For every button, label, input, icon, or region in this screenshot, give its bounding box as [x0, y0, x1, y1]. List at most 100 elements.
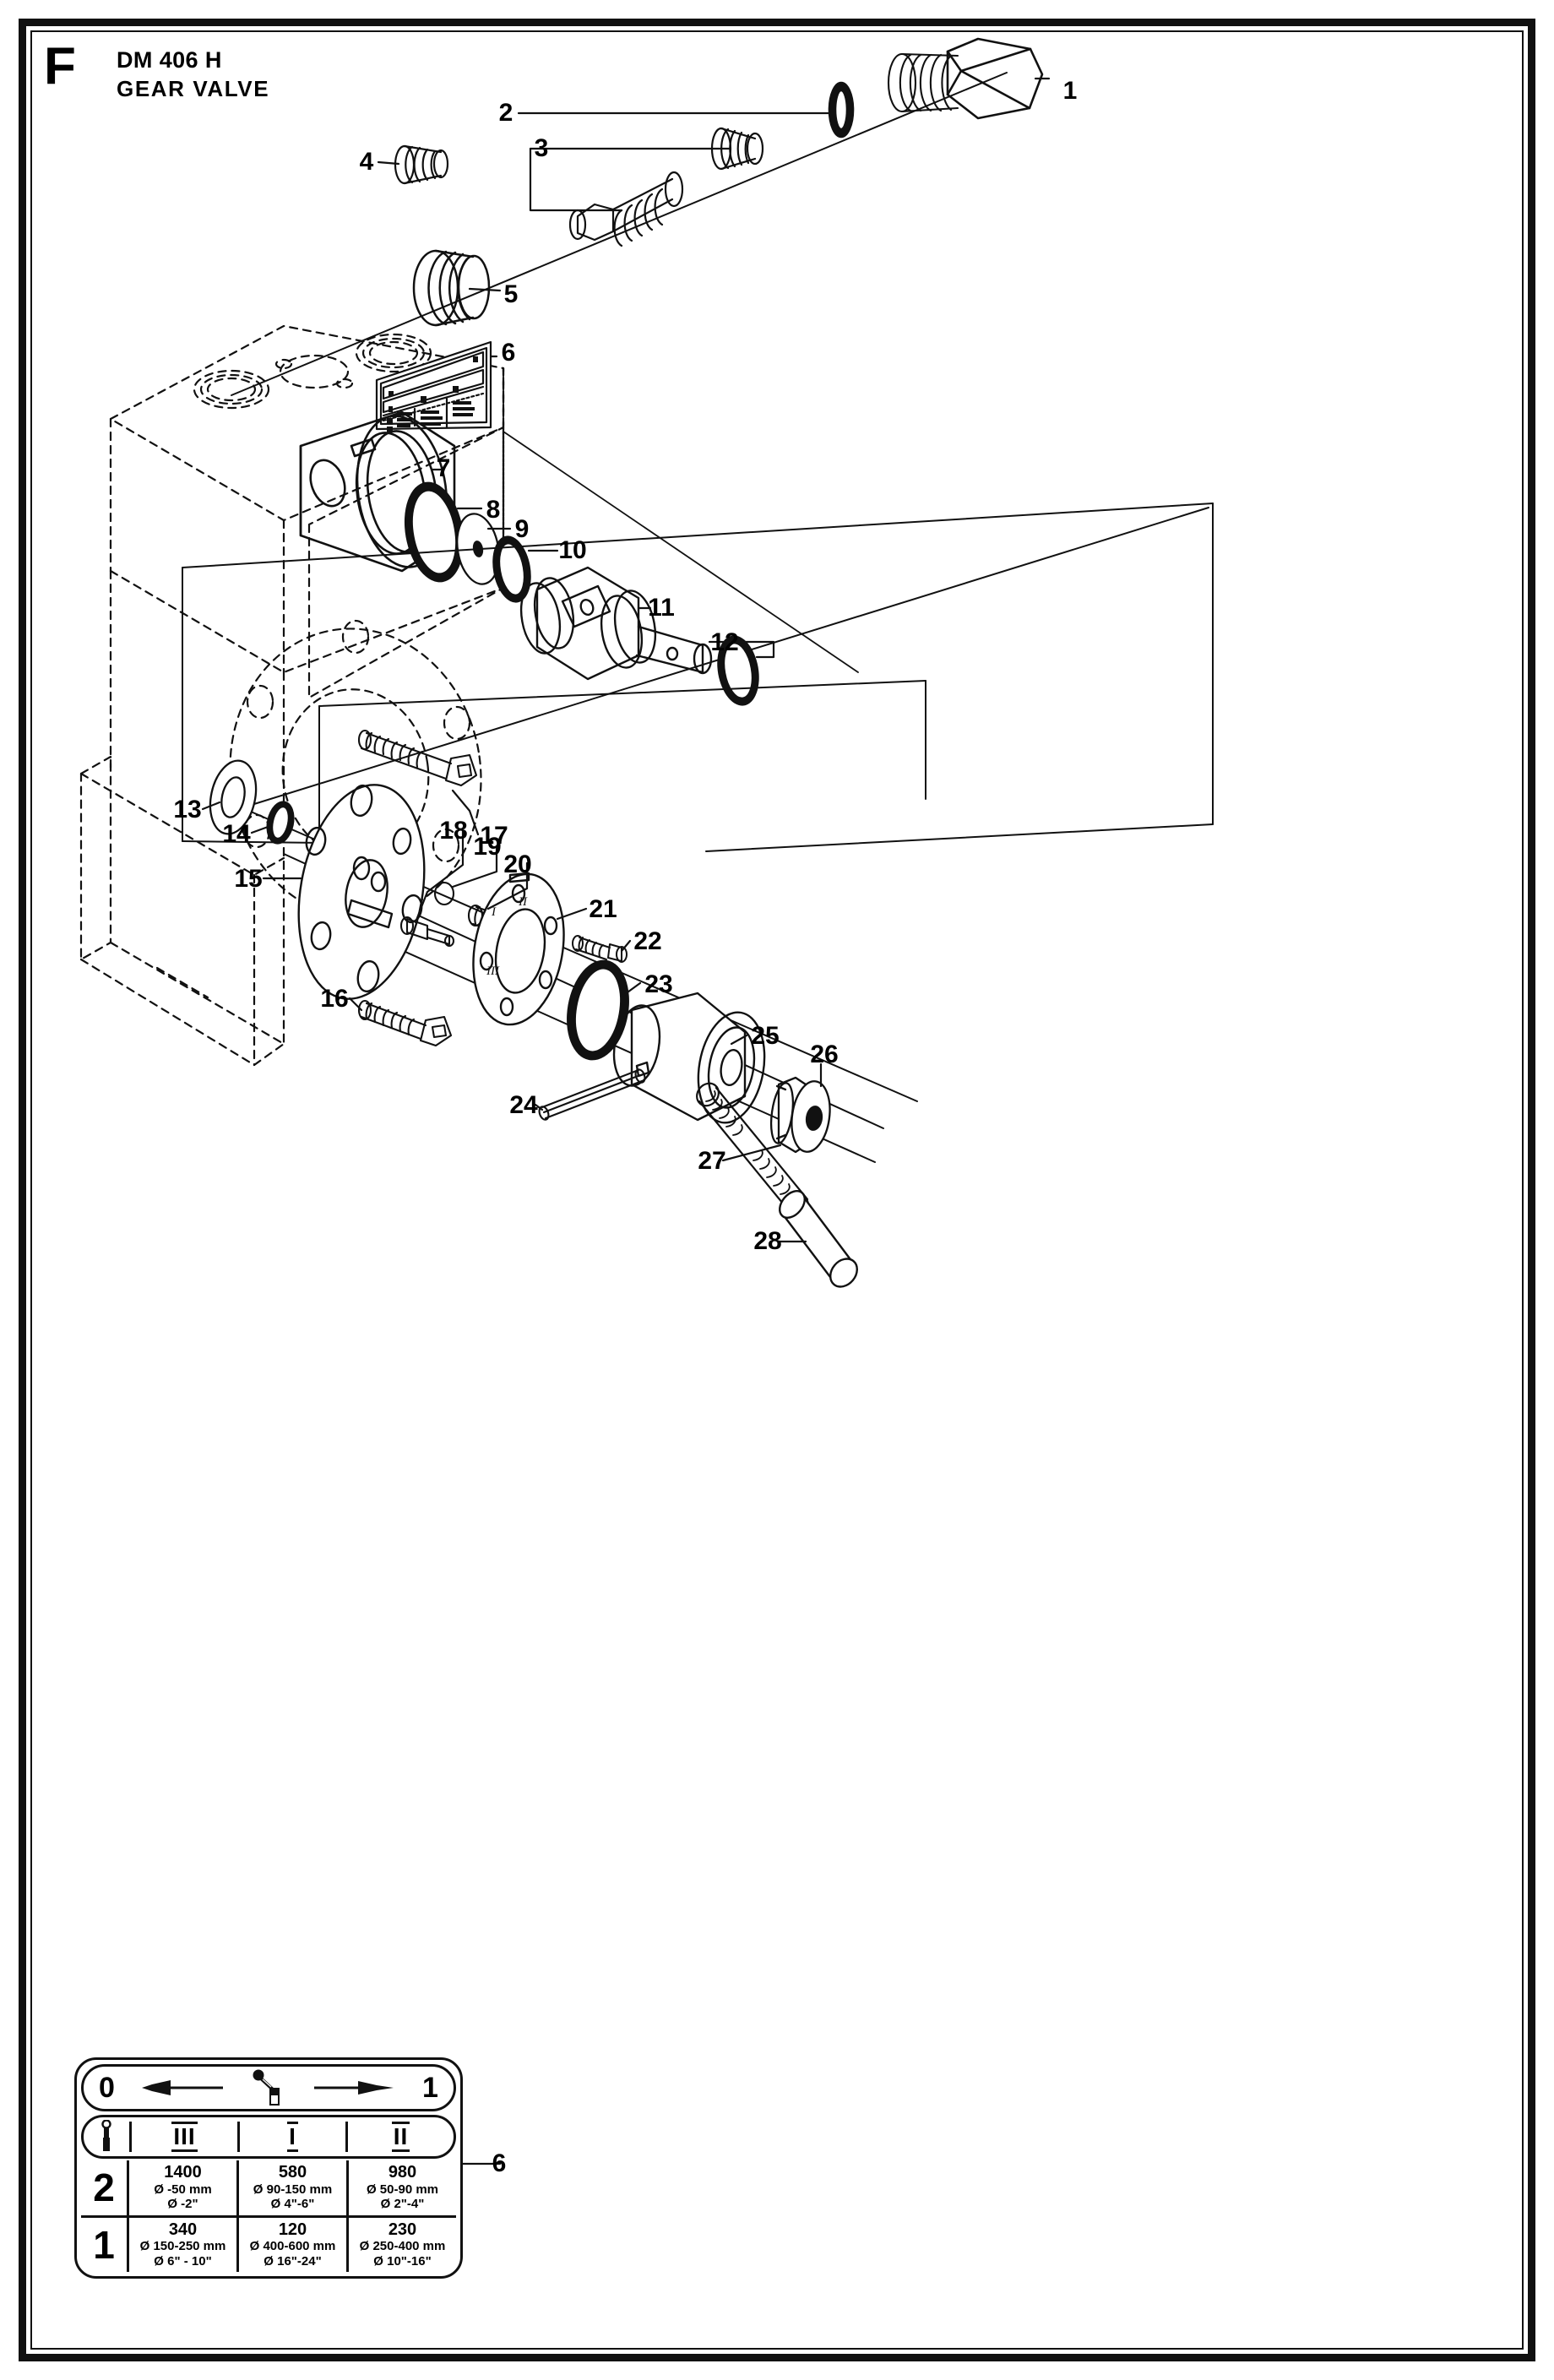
model-title: DM 406 H	[117, 47, 222, 73]
callout-18: 18	[439, 817, 468, 845]
page-header: F DM 406 H GEAR VALVE	[44, 39, 804, 132]
diameter-mm: Ø -50 mm	[154, 2182, 212, 2197]
part-25-knob	[612, 992, 766, 1124]
decal-position-1: 1	[422, 2072, 438, 2104]
exploded-view-drawing: I II III	[30, 30, 1524, 2350]
part-1-hex-plug	[887, 37, 1044, 120]
callout-28: 28	[753, 1227, 782, 1255]
callout-5: 5	[503, 280, 519, 308]
gear-header-II: II	[345, 2122, 454, 2152]
callout-12: 12	[710, 628, 739, 656]
callout-13: 13	[173, 796, 202, 823]
diameter-inch: Ø 2"-4"	[380, 2197, 425, 2212]
diameter-inch: Ø 16"-24"	[264, 2253, 322, 2269]
diameter-inch: Ø 10"-16"	[373, 2253, 432, 2269]
gear-numeral-II: II	[518, 895, 528, 909]
diameter-inch: Ø 4"-6"	[270, 2197, 315, 2212]
callout-20: 20	[503, 850, 532, 878]
callout-26: 26	[810, 1041, 839, 1068]
part-21-indicator-plate: I II III	[472, 872, 565, 1026]
rpm-value: 980	[388, 2163, 417, 2182]
lever-switch-icon	[253, 2069, 280, 2106]
part-4-plug	[394, 144, 449, 185]
part-28-handle-grip	[779, 1190, 858, 1288]
section-letter: F	[44, 37, 76, 95]
diameter-mm: Ø 400-600 mm	[249, 2239, 336, 2254]
gear-header-I: I	[237, 2122, 345, 2152]
decal-gear-header-row: III I II	[81, 2115, 456, 2159]
decal-outer-shell	[74, 2057, 463, 2279]
decal-cell-2-III: 1400 Ø -50 mm Ø -2"	[127, 2160, 236, 2215]
diameter-mm: Ø 90-150 mm	[253, 2182, 333, 2197]
callout-7: 7	[436, 454, 451, 482]
part-14-o-ring	[266, 801, 295, 845]
drill-bit-icon	[84, 2120, 129, 2154]
callout-11: 11	[648, 594, 675, 622]
leader-lines	[201, 77, 1051, 2165]
part-22-set-screw	[572, 935, 628, 963]
decal-direction-row: 0 1	[81, 2064, 456, 2111]
callout-4: 4	[359, 148, 374, 176]
part-6-decal	[375, 340, 492, 432]
diameter-mm: Ø 150-250 mm	[139, 2239, 226, 2254]
callout-17: 17	[480, 822, 508, 850]
callout-19: 19	[473, 833, 502, 861]
diameter-mm: Ø 50-90 mm	[366, 2182, 439, 2197]
gear-numeral-I: I	[491, 905, 497, 919]
part-3-spring-assembly-b	[568, 171, 684, 247]
part-24-roll-pin	[538, 1068, 646, 1121]
callout-6-decal-table: 6	[492, 2149, 507, 2177]
diameter-mm: Ø 250-400 mm	[359, 2239, 446, 2254]
gear-header-III: III	[129, 2122, 237, 2152]
decal-position-0: 0	[99, 2072, 115, 2104]
part-26-cap	[769, 1076, 831, 1154]
decal-row-label-2: 2	[93, 2165, 115, 2210]
callout-3: 3	[534, 134, 549, 162]
decal-cell-1-II: 230 Ø 250-400 mm Ø 10"-16"	[346, 2217, 456, 2272]
decal-table: 0 1	[74, 2057, 463, 2279]
part-18-pin	[399, 916, 455, 948]
callout-1: 1	[1062, 77, 1078, 105]
arrow-left-icon	[142, 2080, 224, 2095]
callout-25: 25	[751, 1022, 780, 1050]
part-11-valve-spool	[519, 566, 713, 681]
rpm-value: 230	[388, 2220, 417, 2239]
phantom-boundary-large	[182, 503, 1214, 852]
diameter-inch: Ø -2"	[167, 2197, 198, 2212]
gear-numeral-III: III	[486, 964, 500, 978]
part-10-o-ring-small	[492, 535, 531, 603]
callout-2: 2	[498, 99, 513, 127]
diameter-inch: Ø 6" - 10"	[154, 2253, 212, 2269]
decal-row-2: 2 1400 Ø -50 mm Ø -2" 580 Ø 90-150 mm Ø …	[81, 2160, 456, 2215]
rpm-value: 340	[168, 2220, 198, 2239]
assembly-axis-upper	[231, 72, 1008, 396]
callout-23: 23	[644, 970, 673, 998]
part-23-o-ring	[567, 959, 629, 1061]
part-16-screw	[357, 999, 453, 1047]
decal-cell-1-I: 120 Ø 400-600 mm Ø 16"-24"	[236, 2217, 346, 2272]
rpm-value: 580	[278, 2163, 307, 2182]
callout-21: 21	[589, 895, 617, 923]
part-15-flange-disc	[297, 784, 426, 1000]
callout-24: 24	[509, 1091, 538, 1119]
callout-10: 10	[558, 536, 587, 564]
assembly-title: GEAR VALVE	[117, 76, 270, 101]
callout-6: 6	[501, 339, 516, 367]
part-13-washer	[209, 759, 258, 835]
arrow-right-icon	[313, 2081, 394, 2095]
callout-15: 15	[234, 865, 263, 893]
part-5-threaded-plug	[412, 249, 491, 327]
rpm-value: 1400	[164, 2163, 202, 2182]
decal-cell-2-II: 980 Ø 50-90 mm Ø 2"-4"	[346, 2160, 456, 2215]
callout-9: 9	[514, 515, 530, 543]
decal-cell-1-III: 340 Ø 150-250 mm Ø 6" - 10"	[127, 2217, 236, 2272]
callout-27: 27	[698, 1147, 726, 1175]
decal-cell-2-I: 580 Ø 90-150 mm Ø 4"-6"	[236, 2160, 346, 2215]
callout-22: 22	[633, 927, 662, 955]
part-2-o-ring	[828, 81, 855, 139]
decal-data-grid: 2 1400 Ø -50 mm Ø -2" 580 Ø 90-150 mm Ø …	[81, 2160, 456, 2272]
rpm-value: 120	[278, 2220, 307, 2239]
decal-row-label-1: 1	[93, 2222, 115, 2267]
part-17-long-screw	[357, 729, 478, 787]
